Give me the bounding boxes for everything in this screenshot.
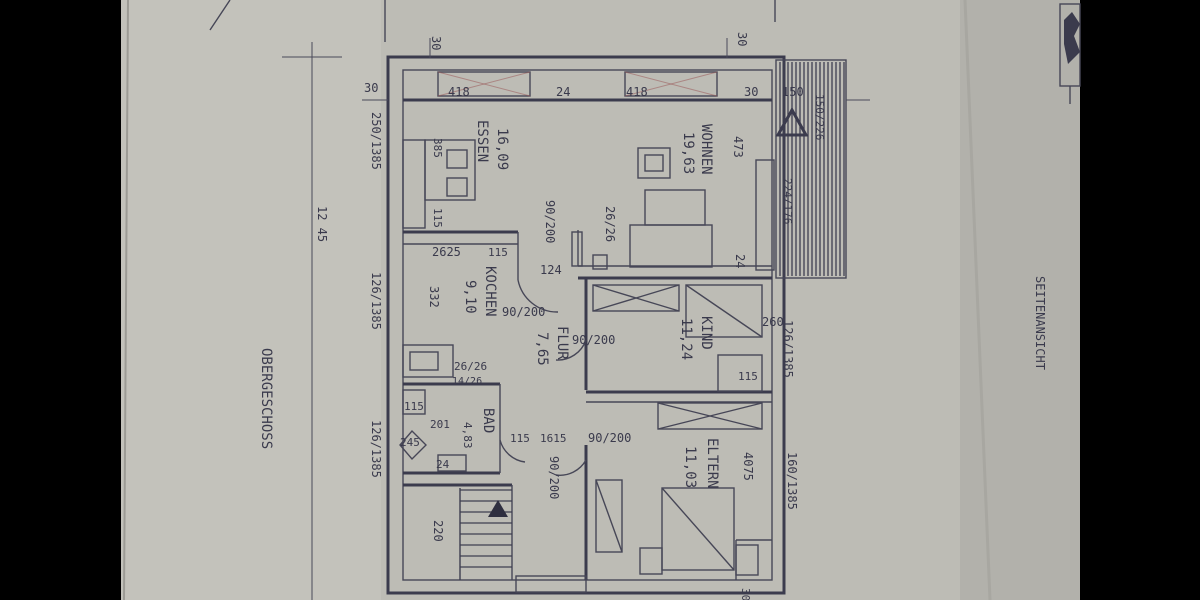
dim-224-176: 224/176 xyxy=(781,178,794,224)
paper-shadow-area xyxy=(960,0,1080,600)
room-essen-area: 16,09 xyxy=(494,128,510,170)
dim-126-1385-a: 126/1385 xyxy=(369,272,383,330)
balcony xyxy=(775,59,847,279)
dim-24-low: 24 xyxy=(436,458,450,471)
dim-385: 385 xyxy=(431,138,444,158)
windows xyxy=(437,71,763,430)
dim-115-c: 115 xyxy=(738,370,758,383)
dim-115-e: 115 xyxy=(510,432,530,445)
dim-24-top: 24 xyxy=(556,85,570,99)
room-flur-name: FLUR xyxy=(554,326,570,360)
photo-border-left xyxy=(0,0,121,600)
dim-201: 201 xyxy=(430,418,450,431)
bathtub xyxy=(402,389,426,415)
dim-90-200-c: 90/200 xyxy=(572,333,615,347)
staircase xyxy=(459,488,512,580)
dim-126-1385-b: 126/1385 xyxy=(369,420,383,478)
dim-2625: 2625 xyxy=(432,245,461,259)
dim-26-26-a: 26/26 xyxy=(603,206,617,242)
dim-left-30: 30 xyxy=(364,81,378,95)
interior-walls xyxy=(403,98,772,593)
room-bad-name: BAD xyxy=(480,408,496,433)
room-wohnen-area: 19,63 xyxy=(680,132,696,174)
dim-window-418-b: 418 xyxy=(626,85,648,99)
dim-250-1385: 250/1385 xyxy=(369,112,383,170)
dim-4075: 4075 xyxy=(741,452,755,481)
stair-direction-arrow xyxy=(488,500,508,517)
room-kind-area: 11,24 xyxy=(678,318,694,360)
dim-90-200-d: 90/200 xyxy=(588,431,631,445)
dim-top-30-right: 30 xyxy=(735,32,749,46)
dim-14-26: 14/26 xyxy=(452,376,482,387)
dim-115-d: 115 xyxy=(404,400,424,413)
side-view-sketch xyxy=(1059,3,1081,104)
room-kochen-area: 9,10 xyxy=(462,280,478,314)
paper-fold xyxy=(963,0,992,601)
dim-150-226: 150/226 xyxy=(813,94,826,140)
room-bad-area: 4,83 xyxy=(461,422,474,449)
balcony-arrow-icon xyxy=(775,106,809,137)
dim-90-200-b: 90/200 xyxy=(502,305,545,319)
dim-total: 12 45 xyxy=(315,206,329,242)
room-kochen-name: KOCHEN xyxy=(482,266,498,317)
wardrobe xyxy=(595,479,623,553)
paper-edge-left xyxy=(123,0,129,601)
dim-26-26-b: 26/26 xyxy=(454,360,487,373)
furniture xyxy=(399,139,775,576)
plan-title: OBERGESCHOSS xyxy=(258,348,274,449)
dim-332: 332 xyxy=(427,286,441,308)
dim-90-200-a: 90/200 xyxy=(543,200,557,243)
dim-90-200-e: 90/200 xyxy=(547,456,561,499)
dim-260: 260 xyxy=(762,315,784,329)
dim-115-a: 115 xyxy=(431,208,444,228)
dim-160-1385: 160/1385 xyxy=(785,452,799,510)
room-kind-name: KIND xyxy=(698,316,714,350)
plan-texts: OBERGESCHOSS SEITENANSICHT ESSEN 16,09 W… xyxy=(258,32,1047,601)
dim-115-b: 115 xyxy=(488,246,508,259)
dim-126-1385-r: 126/1385 xyxy=(781,320,795,378)
room-flur-area: 7,65 xyxy=(534,332,550,366)
room-eltern-name: ELTERN xyxy=(704,438,720,489)
dim-220: 220 xyxy=(431,520,445,542)
dim-top-30-left: 30 xyxy=(429,36,443,50)
dim-window-418-a: 418 xyxy=(448,85,470,99)
room-wohnen-name: WOHNEN xyxy=(698,124,714,175)
dim-24-mid: 24 xyxy=(733,254,747,268)
dim-124: 124 xyxy=(540,263,562,277)
double-bed xyxy=(661,487,735,571)
dim-150: 150 xyxy=(782,85,804,99)
armchair xyxy=(637,147,671,179)
paper-light-area xyxy=(121,0,381,600)
stove xyxy=(402,344,454,378)
dim-245: 245 xyxy=(400,436,420,449)
photo-border-right xyxy=(1080,0,1200,600)
chimney xyxy=(592,254,608,270)
pen-mark xyxy=(209,0,231,31)
side-view-title: SEITENANSICHT xyxy=(1033,276,1047,370)
room-essen-name: ESSEN xyxy=(474,120,490,162)
dim-30-bottom: 30 xyxy=(739,588,752,600)
child-desk xyxy=(717,354,763,392)
dim-1615: 1615 xyxy=(540,432,567,445)
dim-right-30: 30 xyxy=(744,85,758,99)
shower-tray xyxy=(399,429,427,461)
door-swings xyxy=(499,279,587,476)
dimension-lines xyxy=(282,38,870,600)
room-eltern-area: 11,03 xyxy=(682,446,698,488)
toilet xyxy=(437,454,467,472)
dim-473: 473 xyxy=(731,136,745,158)
